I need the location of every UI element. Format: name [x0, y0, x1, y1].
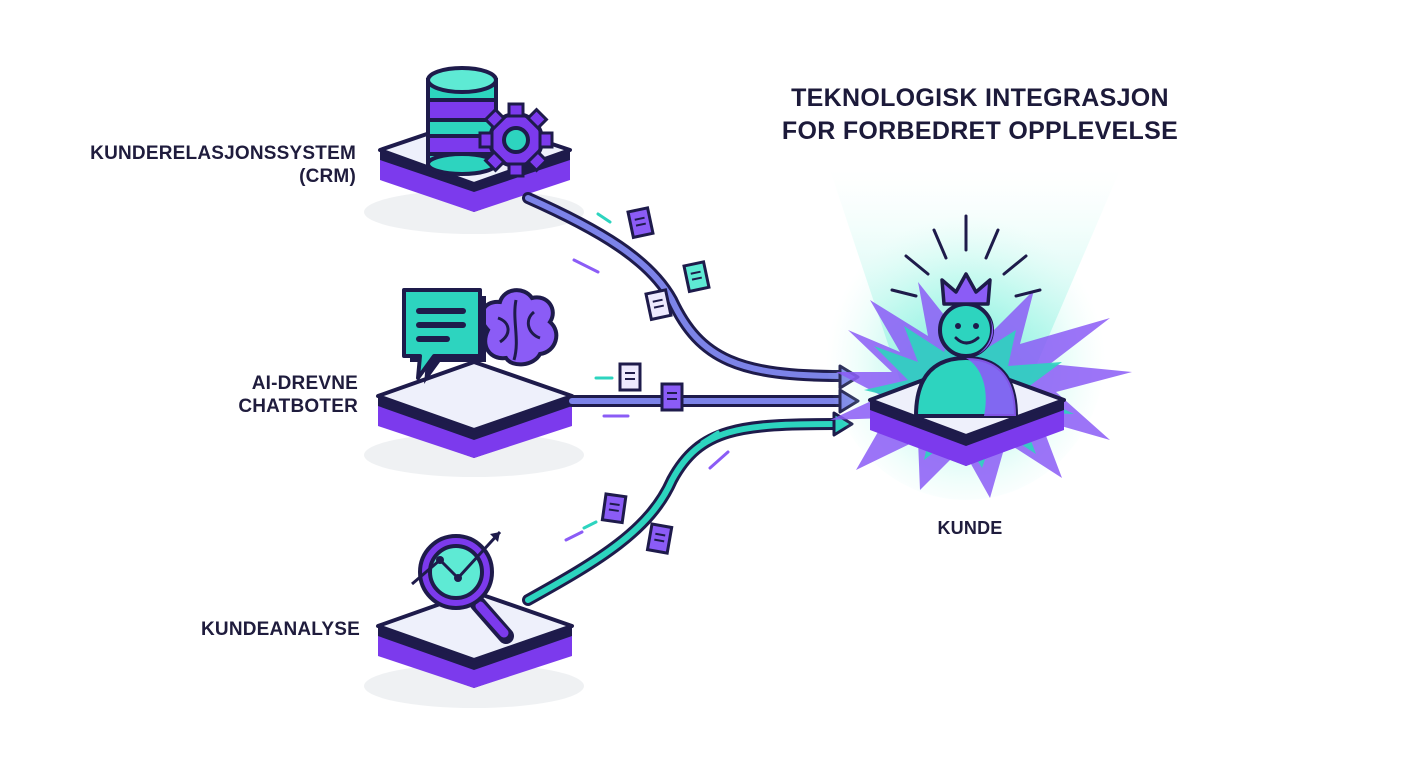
label-crm-line-1: KUNDERELASJONSSYSTEM	[90, 143, 356, 164]
title-line-1: TEKNOLOGISK INTEGRASJON	[791, 84, 1169, 112]
motion-accents	[564, 212, 730, 542]
label-analytics: KUNDEANALYSE	[100, 618, 360, 641]
customer-rays	[890, 214, 1042, 298]
label-customer: KUNDE	[937, 518, 1003, 538]
label-crm-line-2: (CRM)	[299, 166, 356, 188]
crowned-customer-icon	[913, 272, 1019, 418]
database-gear-icon	[426, 66, 554, 178]
label-crm: KUNDERELASJONSSYSTEM (CRM)	[36, 142, 356, 188]
document-icons	[600, 206, 711, 555]
flow-lines	[522, 192, 860, 606]
magnifier-chart-icon	[411, 530, 514, 644]
platform-chatbots	[364, 360, 584, 477]
crown-icon	[940, 272, 992, 306]
title-line-2: FOR FORBEDRET OPPLEVELSE	[781, 116, 1179, 145]
label-analytics-line-1: KUNDEANALYSE	[200, 619, 360, 640]
label-chatbots-line-1: AI-DREVNE	[251, 373, 358, 394]
label-chatbots-line-2: CHATBOTER	[238, 396, 358, 418]
chat-brain-icon	[402, 288, 559, 384]
label-chatbots: AI-DREVNE CHATBOTER	[98, 372, 358, 418]
diagram-title: TEKNOLOGISK INTEGRASJON FOR FORBEDRET OP…	[700, 82, 1260, 147]
flow-line-crm	[522, 192, 848, 382]
